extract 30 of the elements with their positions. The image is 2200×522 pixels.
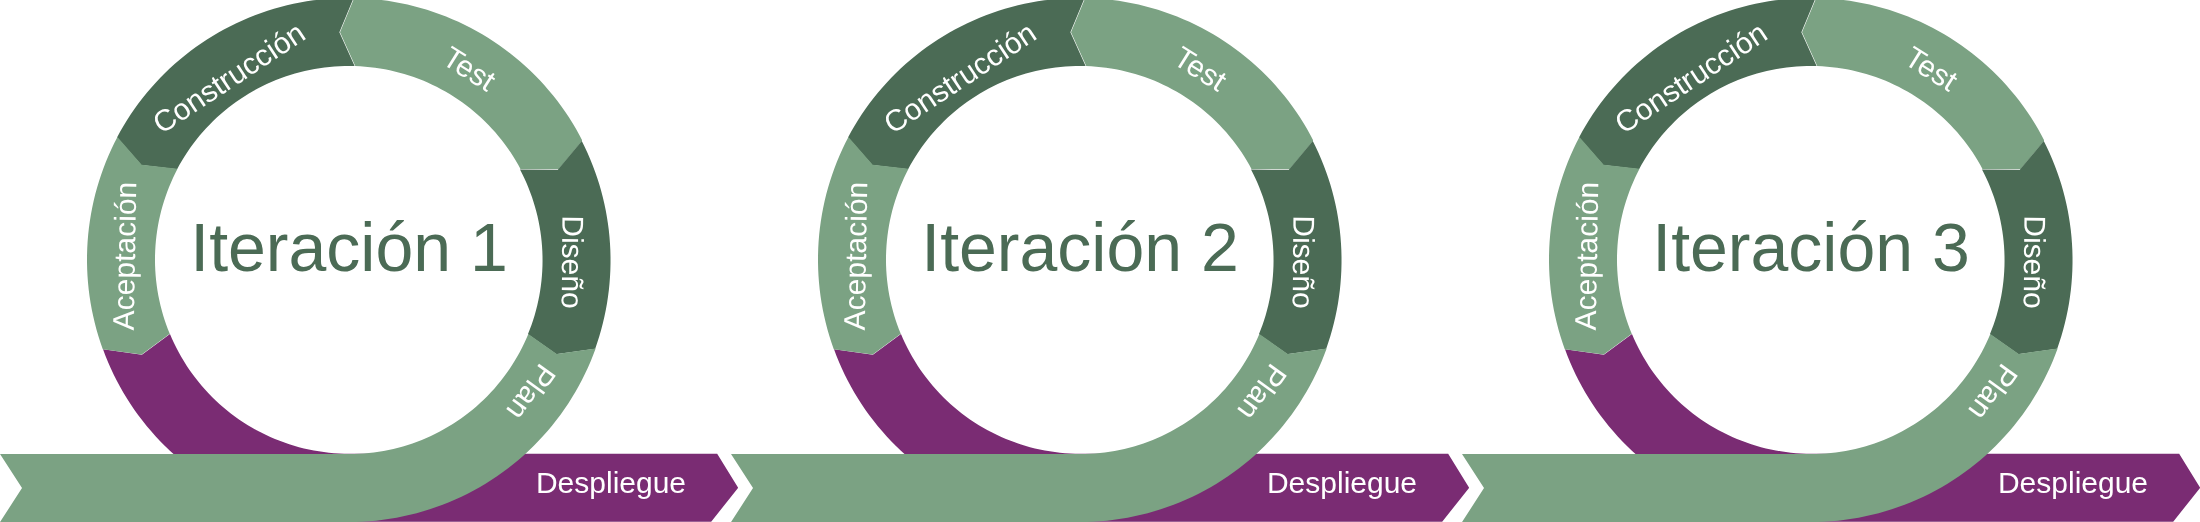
ring-segment [1070, 0, 1314, 170]
ring-segment [1549, 137, 1640, 355]
ring-segment [87, 137, 178, 355]
ring-segment [520, 140, 611, 354]
segment-label: Aceptación [839, 181, 873, 331]
ring-segment [818, 137, 909, 355]
band-label: Despliegue [535, 468, 687, 498]
ring-segment [339, 0, 583, 170]
ring-segment [1579, 0, 1818, 170]
iteration-title: Iteración 2 [921, 213, 1239, 281]
ring-segment [1251, 140, 1342, 354]
segment-label: Diseño [556, 215, 588, 309]
arrow-band [1564, 334, 2200, 522]
arrow-band [102, 334, 738, 522]
arrow-band [833, 334, 1469, 522]
ring-segment [848, 0, 1087, 170]
segment-label: Diseño [2018, 215, 2050, 309]
band-label: Despliegue [1266, 468, 1418, 498]
ring-segment [1982, 140, 2073, 354]
ring-segment [117, 0, 356, 170]
segment-label: Diseño [1287, 215, 1319, 309]
ring-segment [1801, 0, 2045, 170]
iteration-title: Iteración 1 [190, 213, 508, 281]
segment-label: Test [438, 41, 501, 97]
segment-label: Aceptación [1570, 181, 1604, 331]
band-label: Despliegue [1997, 468, 2149, 498]
segment-label: Test [1900, 41, 1963, 97]
segment-label: Aceptación [108, 181, 142, 331]
iteration-title: Iteración 3 [1652, 213, 1970, 281]
segment-label: Test [1169, 41, 1232, 97]
